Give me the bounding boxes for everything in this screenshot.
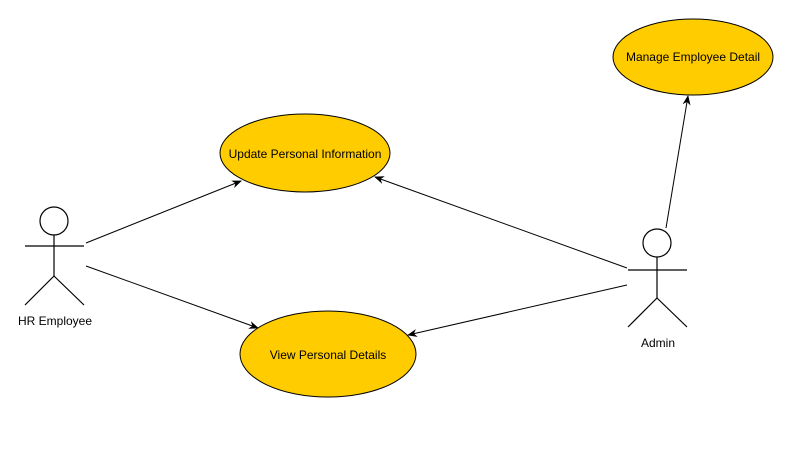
- use-case-manage-employee-detail-label: Manage Employee Detail: [626, 50, 760, 64]
- use-case-manage-employee-detail[interactable]: Manage Employee Detail: [612, 18, 774, 96]
- association-admin-to-update: [374, 176, 628, 269]
- actor-admin-label: Admin: [641, 336, 675, 350]
- actor-hr-employee-label: HR Employee: [18, 314, 92, 328]
- association-admin-to-view: [407, 284, 628, 337]
- actor-admin-head: [642, 228, 672, 258]
- actor-admin[interactable]: Admin: [627, 228, 688, 350]
- use-case-view-personal-details-label: View Personal Details: [270, 348, 387, 362]
- use-case-view-personal-details[interactable]: View Personal Details: [239, 310, 417, 398]
- actor-hr-employee[interactable]: HR Employee: [18, 206, 92, 328]
- actor-hr-employee-head: [39, 206, 69, 236]
- association-hr-to-view: [85, 265, 259, 329]
- use-case-update-personal-information[interactable]: Update Personal Information: [219, 113, 391, 193]
- association-hr-to-update: [85, 180, 242, 244]
- association-admin-to-manage: [665, 95, 691, 229]
- use-case-update-personal-information-label: Update Personal Information: [229, 147, 382, 161]
